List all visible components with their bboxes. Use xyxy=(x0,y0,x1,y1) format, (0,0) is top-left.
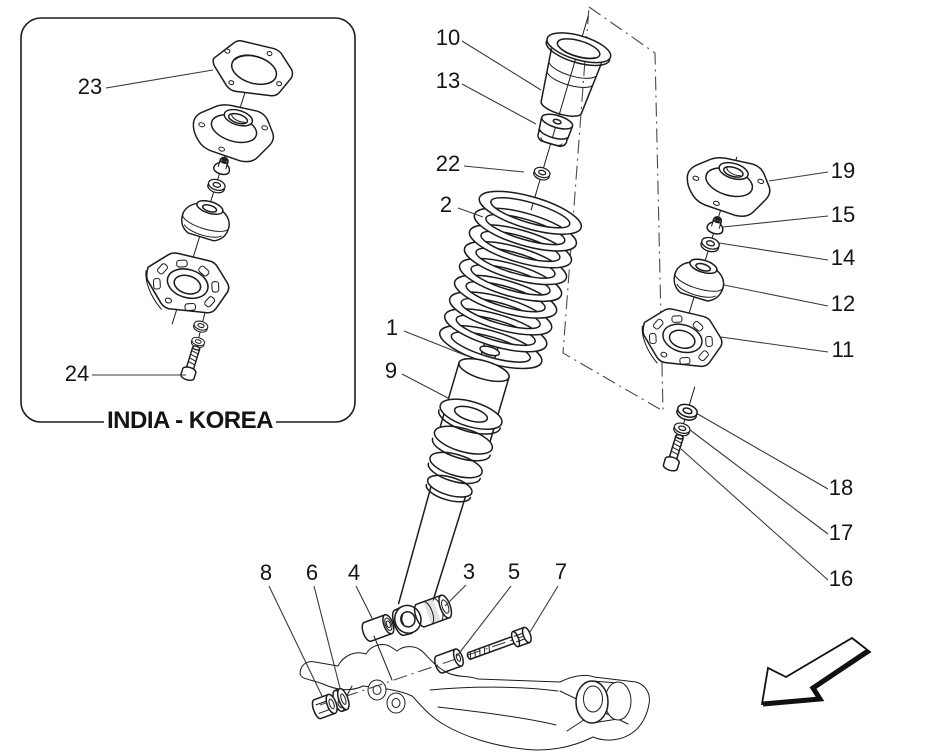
part-11-lower-mount xyxy=(632,299,729,381)
part-23-retainer-plate xyxy=(212,40,294,97)
part-13-bump-stop xyxy=(537,113,574,147)
inset-caption-bg xyxy=(104,406,276,434)
inset-caption: INDIA - KOREA xyxy=(107,407,273,434)
front-shock-assembly xyxy=(397,15,612,614)
suspension-arm xyxy=(299,635,650,751)
shock-eye xyxy=(391,604,422,637)
leader-line-22 xyxy=(463,165,525,173)
part-5-spacer xyxy=(434,648,465,674)
inset-lower-mount xyxy=(135,243,236,328)
part-label-3[interactable]: 3 xyxy=(463,559,475,584)
direction-arrow-icon xyxy=(760,636,872,707)
inset-upper-mount xyxy=(185,93,281,169)
rod-cap xyxy=(479,345,501,357)
inset-washer xyxy=(205,176,228,196)
leader-line-4 xyxy=(355,585,374,621)
lower-attachment-parts xyxy=(311,594,532,720)
part-22-washer xyxy=(531,165,552,183)
leader-line-13 xyxy=(461,83,537,125)
part-label-12[interactable]: 12 xyxy=(831,291,855,316)
part-label-22[interactable]: 22 xyxy=(436,151,460,176)
part-label-16[interactable]: 16 xyxy=(829,566,853,591)
part-label-23[interactable]: 23 xyxy=(78,74,102,99)
leader-line-11 xyxy=(720,336,829,353)
part-16-bolt xyxy=(661,432,688,474)
leader-line-1 xyxy=(403,330,468,357)
part-label-8[interactable]: 8 xyxy=(260,560,272,585)
leader-line-17 xyxy=(689,429,829,535)
part-19-upper-mount xyxy=(679,146,777,224)
leader-line-23 xyxy=(105,69,214,89)
leader-line-3 xyxy=(444,584,467,607)
part-18-washer xyxy=(674,401,700,424)
part-label-11[interactable]: 11 xyxy=(832,337,855,362)
part-3-bushing xyxy=(413,594,453,628)
fastener-axis-dashline xyxy=(319,633,531,706)
part-6-washer xyxy=(332,687,350,713)
part-label-4[interactable]: 4 xyxy=(348,560,360,585)
leader-line-14 xyxy=(718,242,829,261)
leader-line-8 xyxy=(268,585,323,697)
inset-part-stack xyxy=(135,40,294,383)
part-label-24[interactable]: 24 xyxy=(65,361,89,386)
part-4-bushing xyxy=(361,613,395,642)
leader-line-10 xyxy=(461,40,542,91)
part-12-buffer xyxy=(669,252,730,305)
part-label-10[interactable]: 10 xyxy=(436,25,460,50)
leader-line-19 xyxy=(768,171,829,182)
part-label-14[interactable]: 14 xyxy=(831,245,855,270)
part-label-7[interactable]: 7 xyxy=(555,559,567,584)
part-label-9[interactable]: 9 xyxy=(385,358,397,383)
inset-washer-a xyxy=(191,318,210,335)
part-15-nut xyxy=(705,213,727,237)
leader-line-15 xyxy=(722,215,829,228)
part-label-1[interactable]: 1 xyxy=(386,315,398,340)
leader-line-18 xyxy=(695,412,829,490)
part-7-bolt xyxy=(466,626,532,660)
part-label-17[interactable]: 17 xyxy=(829,520,853,545)
right-mount-stack xyxy=(632,146,777,474)
leader-line-2 xyxy=(457,207,484,218)
leader-line-9 xyxy=(401,373,449,399)
part-8-nut xyxy=(311,693,338,720)
part-label-15[interactable]: 15 xyxy=(831,202,855,227)
part-number-callouts: 10 13 22 2 1 9 19 15 14 12 11 18 17 16 2… xyxy=(65,25,855,591)
part-label-13[interactable]: 13 xyxy=(436,68,460,93)
part-label-6[interactable]: 6 xyxy=(306,560,318,585)
part-label-19[interactable]: 19 xyxy=(831,158,855,183)
part-14-washer xyxy=(698,234,722,255)
part-9-spring-seat xyxy=(425,398,503,503)
arm-bushing-eye-rear xyxy=(604,681,632,721)
inset-india-korea-variant: INDIA - KOREA xyxy=(20,17,356,434)
part-label-5[interactable]: 5 xyxy=(508,559,520,584)
leader-line-7 xyxy=(529,585,559,633)
leader-line-16 xyxy=(680,448,829,581)
part-label-18[interactable]: 18 xyxy=(829,475,853,500)
leader-lines xyxy=(92,40,829,697)
part-label-2[interactable]: 2 xyxy=(440,192,452,217)
part-10-dust-cover xyxy=(540,32,612,117)
leader-line-5 xyxy=(456,585,512,657)
leader-line-12 xyxy=(723,284,829,307)
part-24-bolt xyxy=(179,343,204,383)
leader-line-6 xyxy=(313,585,341,689)
inset-nut xyxy=(211,154,234,177)
inset-buffer xyxy=(177,194,236,245)
